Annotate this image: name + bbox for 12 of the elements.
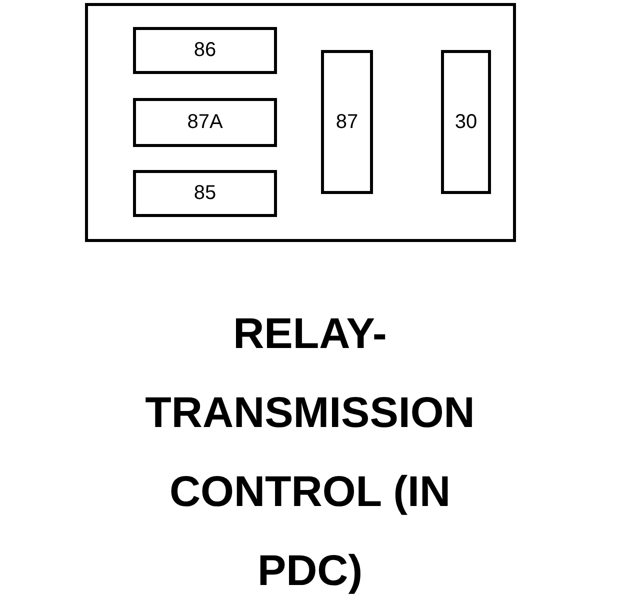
pin-number: 85	[194, 182, 216, 205]
terminal-slot	[321, 50, 373, 194]
terminal-slot	[133, 27, 277, 74]
terminal-slot	[441, 50, 491, 194]
pin-number: 30	[454, 110, 478, 134]
terminal-slot	[133, 98, 277, 147]
caption: RELAY- TRANSMISSION CONTROL (IN PDC)	[144, 309, 476, 597]
pin-number: 87	[336, 110, 358, 134]
relay-housing	[85, 3, 516, 242]
terminal-slot	[133, 170, 277, 217]
pin-number: 87A	[187, 111, 223, 134]
pin-number: 86	[194, 39, 216, 62]
